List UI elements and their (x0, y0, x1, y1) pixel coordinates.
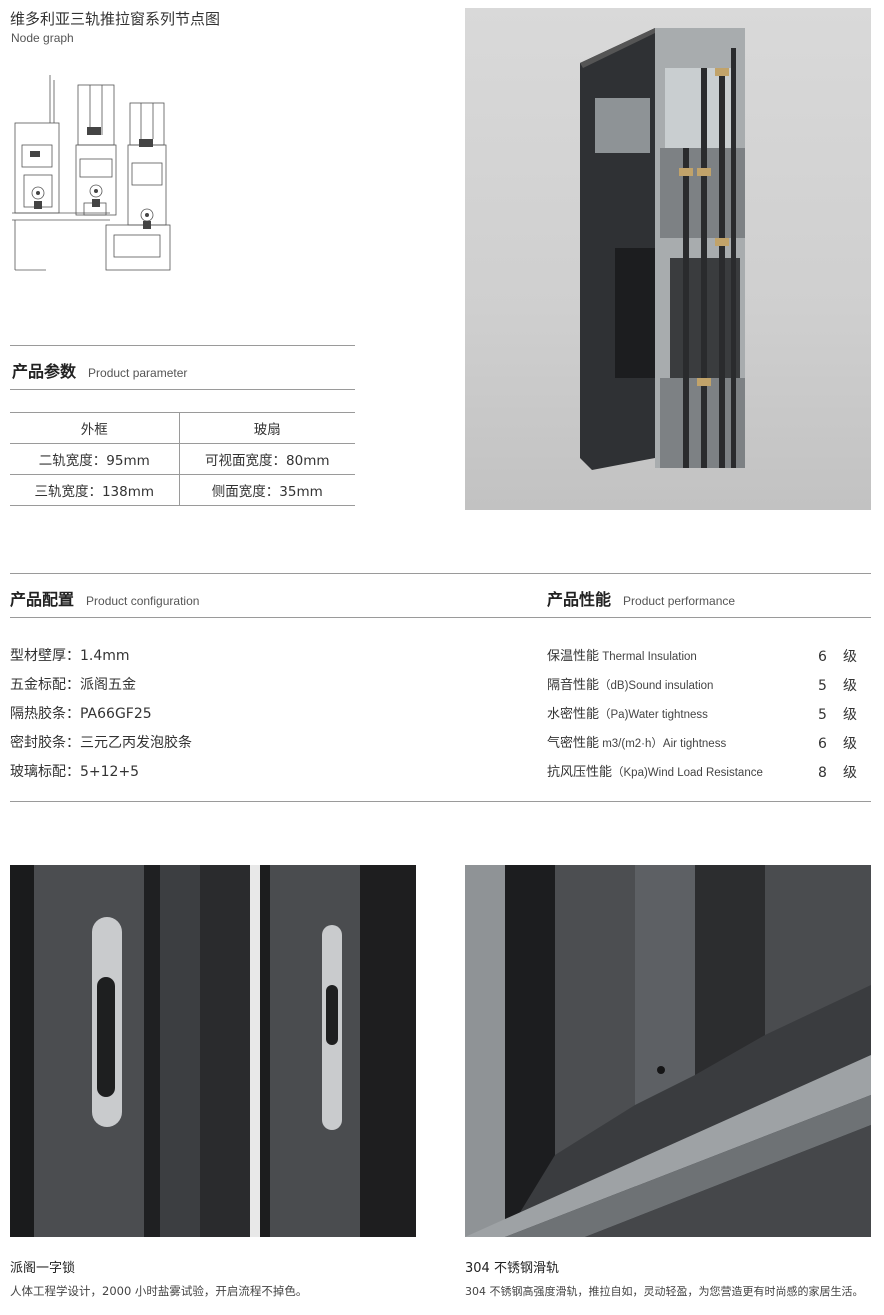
performance-name: 隔音性能 (547, 678, 600, 693)
performance-list: 保温性能 Thermal Insulation 6 级 隔音性能（dB)Soun… (547, 648, 867, 793)
divider (10, 617, 871, 618)
divider (10, 801, 871, 802)
table-cell: 侧面宽度：35mm (211, 484, 323, 500)
performance-heading: 产品性能 Product performance (547, 586, 735, 610)
divider (10, 345, 355, 346)
list-item: 抗风压性能（Kpa)Wind Load Resistance 8 级 (547, 764, 867, 793)
page-subtitle: Node graph (11, 31, 74, 45)
table-header-cell: 外框 (10, 412, 180, 444)
performance-unit: 级 (843, 649, 857, 665)
feature-text: 人体工程学设计，2000 小时盐雾试验，开启流程不掉色。 (10, 1284, 308, 1298)
lock-photo-render (10, 865, 416, 1237)
table-cell: 三轨宽度：138mm (10, 474, 180, 506)
list-item: 保温性能 Thermal Insulation 6 级 (547, 648, 867, 677)
performance-value: 6 (818, 649, 827, 665)
performance-value: 5 (818, 678, 827, 694)
performance-name: 保温性能 (547, 649, 600, 664)
performance-value: 6 (818, 736, 827, 752)
feature-title: 派阁一字锁 (10, 1261, 76, 1276)
parameter-heading: 产品参数 Product parameter (12, 358, 187, 382)
list-item: 水密性能（Pa)Water tightness 5 级 (547, 706, 867, 735)
performance-name-en: m3/(m2·h）Air tightness (599, 738, 727, 750)
list-item: 气密性能 m3/(m2·h）Air tightness 6 级 (547, 735, 867, 764)
page-title: 维多利亚三轨推拉窗系列节点图 (10, 10, 221, 28)
performance-unit: 级 (843, 678, 857, 694)
node-graph-drawing (12, 75, 171, 271)
table-cell: 二轨宽度：95mm (10, 443, 180, 475)
list-item: 隔音性能（dB)Sound insulation 5 级 (547, 677, 867, 706)
table-header-cell: 玻扇 (253, 422, 281, 438)
rail-photo-render (465, 865, 871, 1237)
list-item: 密封胶条：三元乙丙发泡胶条 (10, 735, 192, 751)
performance-name: 抗风压性能 (547, 765, 613, 780)
table-row: 二轨宽度：95mm 可视面宽度：80mm (10, 443, 355, 475)
performance-name-en: （Kpa)Wind Load Resistance (612, 767, 763, 779)
configuration-title-en: Product configuration (86, 594, 200, 608)
performance-value: 5 (818, 707, 827, 723)
performance-name-en: （dB)Sound insulation (599, 680, 714, 692)
performance-title-en: Product performance (623, 594, 736, 608)
configuration-title-cn: 产品配置 (10, 590, 75, 609)
product-section-image (465, 8, 871, 510)
performance-title-cn: 产品性能 (547, 590, 612, 609)
rail-photo (465, 865, 871, 1237)
performance-unit: 级 (843, 765, 857, 781)
list-item: 玻璃标配：5+12+5 (10, 764, 140, 780)
window-profile-render (580, 28, 745, 470)
configuration-list: 型材壁厚：1.4mm 五金标配：派阁五金 隔热胶条：PA66GF25 密封胶条：… (10, 646, 192, 791)
parameter-title-cn: 产品参数 (12, 362, 77, 381)
parameter-title-en: Product parameter (88, 366, 188, 380)
performance-name: 水密性能 (547, 707, 600, 722)
table-header-row: 外框 玻扇 (10, 412, 355, 444)
performance-name-en: （Pa)Water tightness (599, 709, 708, 721)
table-row: 三轨宽度：138mm 侧面宽度：35mm (10, 474, 355, 506)
feature-title: 304 不锈钢滑轨 (465, 1261, 559, 1276)
list-item: 隔热胶条：PA66GF25 (10, 706, 152, 722)
performance-name: 气密性能 (547, 736, 600, 751)
feature-text: 304 不锈钢高强度滑轨，推拉自如，灵动轻盈，为您营造更有时尚感的家居生活。 (465, 1285, 864, 1298)
performance-name-en: Thermal Insulation (599, 651, 697, 663)
parameter-table: 外框 玻扇 二轨宽度：95mm 可视面宽度：80mm 三轨宽度：138mm 侧面… (10, 412, 355, 506)
list-item: 型材壁厚：1.4mm (10, 648, 130, 664)
performance-value: 8 (818, 765, 827, 781)
configuration-heading: 产品配置 Product configuration (10, 586, 199, 610)
list-item: 五金标配：派阁五金 (10, 677, 136, 693)
performance-unit: 级 (843, 707, 857, 723)
table-cell: 可视面宽度：80mm (205, 453, 330, 469)
divider (10, 573, 871, 574)
divider (10, 389, 355, 390)
lock-photo (10, 865, 416, 1237)
performance-unit: 级 (843, 736, 857, 752)
